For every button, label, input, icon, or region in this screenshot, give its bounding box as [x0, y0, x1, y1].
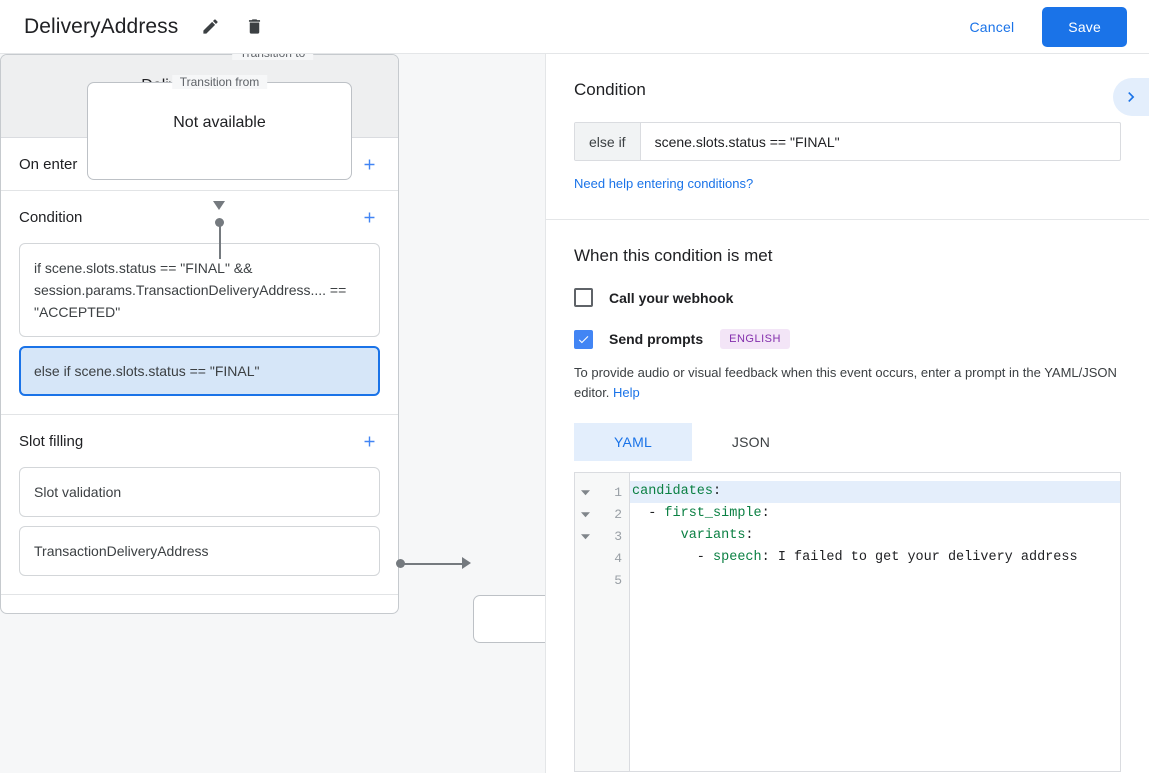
editor-gutter-line: 3 [575, 525, 629, 547]
section-slot-filling-header: Slot filling [19, 415, 380, 467]
slot-filling-list: Slot validation TransactionDeliveryAddre… [19, 467, 380, 594]
webhook-checkbox-row[interactable]: Call your webhook [574, 288, 1121, 307]
condition-item[interactable]: if scene.slots.status == "FINAL" && sess… [19, 243, 380, 337]
condition-help-link[interactable]: Need help entering conditions? [574, 176, 754, 191]
pencil-icon[interactable] [198, 15, 222, 39]
fold-arrow-icon[interactable] [575, 488, 595, 497]
page-title: DeliveryAddress [24, 14, 179, 38]
condition-heading: Condition [574, 80, 646, 99]
section-condition: Condition if scene.slots.status == "FINA… [1, 191, 398, 415]
condition-prefix-label: else if [575, 123, 641, 160]
cancel-button[interactable]: Cancel [956, 10, 1029, 44]
scene-graph-panel: Transition from Not available Transition… [0, 54, 545, 773]
condition-item-selected[interactable]: else if scene.slots.status == "FINAL" [19, 346, 380, 396]
editor-gutter-line: 1 [575, 481, 629, 503]
section-on-enter-header: On enter [19, 138, 380, 190]
editor-code-line[interactable]: - first_simple: [632, 506, 770, 521]
section-on-enter: On enter [1, 138, 398, 191]
editor-line-number: 1 [614, 484, 622, 500]
slot-filling-item[interactable]: TransactionDeliveryAddress [19, 526, 380, 576]
send-prompts-checkbox-row[interactable]: Send prompts ENGLISH [574, 329, 1121, 349]
editor-code-line[interactable] [630, 569, 1120, 591]
editor-format-tabs: YAML JSON [574, 423, 1121, 461]
transition-from-node[interactable]: Transition from Not available [87, 75, 352, 180]
plus-icon[interactable] [358, 153, 380, 175]
editor-gutter: 1 2 3 4 5 [575, 473, 630, 771]
editor-gutter-line: 5 [575, 569, 629, 591]
when-condition-met-section: When this condition is met Call your web… [546, 220, 1149, 772]
section-on-enter-title: On enter [19, 155, 78, 173]
webhook-checkbox-label: Call your webhook [609, 289, 734, 306]
connector-arrow-right [462, 557, 471, 569]
section-condition-title: Condition [19, 208, 83, 226]
editor-code-line[interactable]: variants: [680, 528, 754, 543]
connector-line-horizontal [400, 563, 462, 565]
editor-gutter-line: 2 [575, 503, 629, 525]
editor-code-line[interactable]: - speech: I failed to get your delivery … [632, 550, 1078, 565]
transition-from-legend: Transition from [171, 75, 268, 89]
connector-arrow-down [213, 201, 225, 210]
condition-input-row: else if [574, 122, 1121, 161]
prompts-helper-sentence: To provide audio or visual feedback when… [574, 365, 1117, 400]
top-app-bar: DeliveryAddress Cancel Save [0, 0, 1149, 54]
yaml-code-editor[interactable]: 1 2 3 4 5 candidates: - first_simple: varian… [574, 472, 1121, 772]
editor-code-line[interactable]: candidates: [630, 481, 1120, 503]
trash-icon[interactable] [242, 15, 266, 39]
transition-to-legend: Transition to [231, 54, 314, 60]
fold-arrow-icon[interactable] [575, 532, 595, 541]
transition-from-title: Not available [173, 114, 266, 131]
prompts-help-link[interactable]: Help [613, 385, 640, 400]
connector-line-vertical [219, 222, 221, 259]
tab-json[interactable]: JSON [731, 434, 771, 450]
editor-line-number: 3 [614, 528, 622, 544]
editor-gutter-line: 4 [575, 547, 629, 569]
condition-expression-input[interactable] [640, 123, 1120, 160]
plus-icon[interactable] [358, 206, 380, 228]
slot-filling-item[interactable]: Slot validation [19, 467, 380, 517]
plus-icon[interactable] [358, 430, 380, 452]
condition-editor-section: Condition else if Need help entering con… [546, 54, 1149, 220]
section-slot-filling-title: Slot filling [19, 432, 84, 450]
section-slot-filling: Slot filling Slot validation Transaction… [1, 415, 398, 595]
language-badge: ENGLISH [720, 329, 790, 349]
checkbox-unchecked-icon[interactable] [574, 288, 593, 307]
editor-line-number: 5 [614, 572, 622, 588]
editor-line-number: 4 [614, 550, 622, 566]
when-met-heading: When this condition is met [574, 246, 773, 265]
content-area: Transition from Not available Transition… [0, 54, 1149, 773]
condition-list: if scene.slots.status == "FINAL" && sess… [19, 243, 380, 414]
tab-yaml[interactable]: YAML [574, 423, 692, 461]
checkbox-checked-icon[interactable] [574, 329, 593, 349]
chevron-right-icon[interactable] [1113, 78, 1149, 116]
destination-node-clipped[interactable] [473, 595, 545, 643]
editor-line-number: 2 [614, 506, 622, 522]
section-condition-header: Condition [19, 191, 380, 243]
editor-code-area[interactable]: candidates: - first_simple: variants: - … [630, 473, 1120, 771]
send-prompts-checkbox-label: Send prompts [609, 331, 704, 347]
fold-arrow-icon[interactable] [575, 510, 595, 519]
condition-detail-panel: Condition else if Need help entering con… [545, 54, 1149, 773]
save-button[interactable]: Save [1042, 6, 1127, 47]
prompts-helper-text: To provide audio or visual feedback when… [574, 363, 1121, 403]
